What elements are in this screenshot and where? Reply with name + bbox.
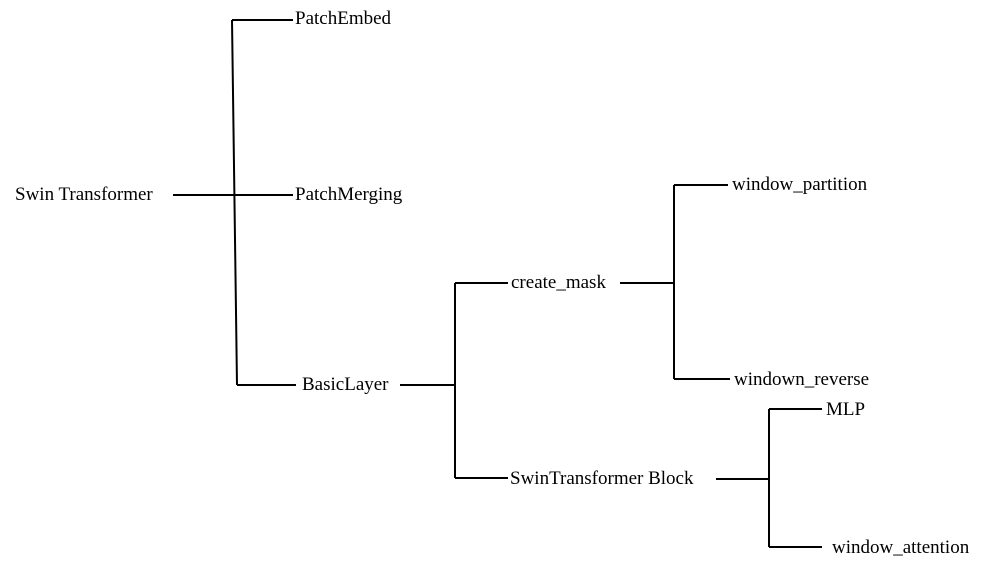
node-create-mask: create_mask: [511, 272, 606, 293]
node-windown-reverse: windown_reverse: [734, 369, 870, 390]
node-swin-transformer: Swin Transformer: [15, 184, 153, 205]
node-swintransformer-block: SwinTransformer Block: [510, 468, 694, 489]
node-patchmerging: PatchMerging: [295, 184, 403, 205]
node-mlp: MLP: [826, 399, 866, 420]
node-window-partition: window_partition: [732, 174, 868, 195]
node-window-attention: window_attention: [832, 537, 970, 558]
edge-root-vertical: [231, 19, 238, 386]
node-basiclayer: BasicLayer: [302, 374, 389, 395]
node-patchembed: PatchEmbed: [295, 8, 392, 29]
